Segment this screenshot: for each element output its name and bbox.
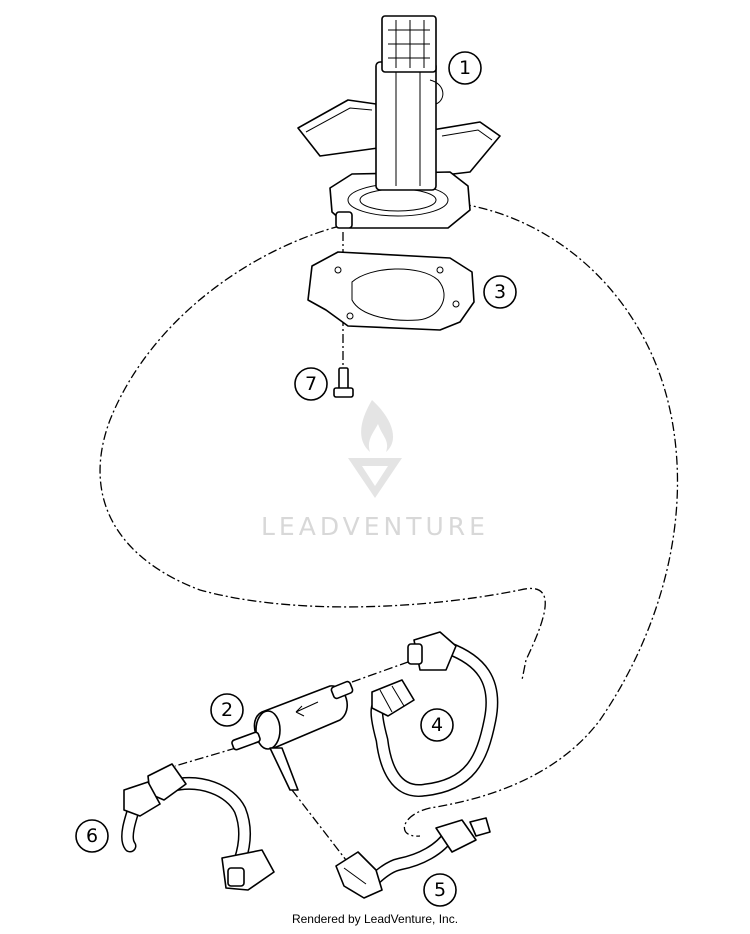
- callout-label: 6: [86, 825, 98, 847]
- gasket-outline: [307, 251, 475, 331]
- fuel-hose-6: [121, 763, 275, 891]
- hose5-end-connector: [435, 819, 477, 853]
- loop-line-right: [403, 203, 679, 837]
- callout-label: 2: [221, 699, 233, 721]
- callout-1: 1: [448, 51, 482, 85]
- filter-to-connector-line: [351, 661, 409, 683]
- watermark: LEADVENTURE: [261, 400, 489, 541]
- hose4-elbow-connector: [413, 631, 457, 671]
- fuel-hose-4: [370, 631, 499, 797]
- hose5-elbow-connector: [335, 851, 383, 899]
- callout-3: 3: [483, 275, 517, 309]
- loop-line-left: [99, 225, 546, 681]
- fuel-filter: [231, 680, 354, 791]
- gasket-opening: [351, 268, 445, 321]
- float-arm-left: [297, 99, 379, 157]
- callout-2: 2: [210, 693, 244, 727]
- screw: [333, 367, 354, 398]
- callout-label: 5: [434, 879, 446, 901]
- fuel-pump-assembly: [297, 15, 501, 229]
- callout-label: 4: [431, 714, 443, 736]
- footer-credit: Rendered by LeadVenture, Inc.: [291, 912, 459, 926]
- callout-4: 4: [420, 708, 454, 742]
- float-arm-right: [431, 121, 501, 177]
- hose4-quick-connector: [371, 679, 415, 717]
- watermark-text: LEADVENTURE: [261, 512, 489, 541]
- pump-body: [375, 61, 437, 191]
- flow-arrow-icon: [295, 701, 319, 717]
- fuel-hose-5: [335, 817, 491, 899]
- callout-label: 3: [494, 281, 506, 303]
- hose6-elbow: [123, 781, 161, 817]
- callout-5: 5: [423, 873, 457, 907]
- filter-to-hose6-line: [174, 747, 237, 767]
- flange-gasket: [307, 251, 475, 331]
- callout-7: 7: [294, 367, 328, 401]
- callout-6: 6: [75, 819, 109, 853]
- flame-v-logo-icon: [348, 400, 402, 498]
- pump-outlet-pipe: [335, 211, 353, 229]
- callout-label: 7: [305, 373, 317, 395]
- callout-label: 1: [459, 57, 471, 79]
- filter-to-hose5-line: [291, 789, 347, 861]
